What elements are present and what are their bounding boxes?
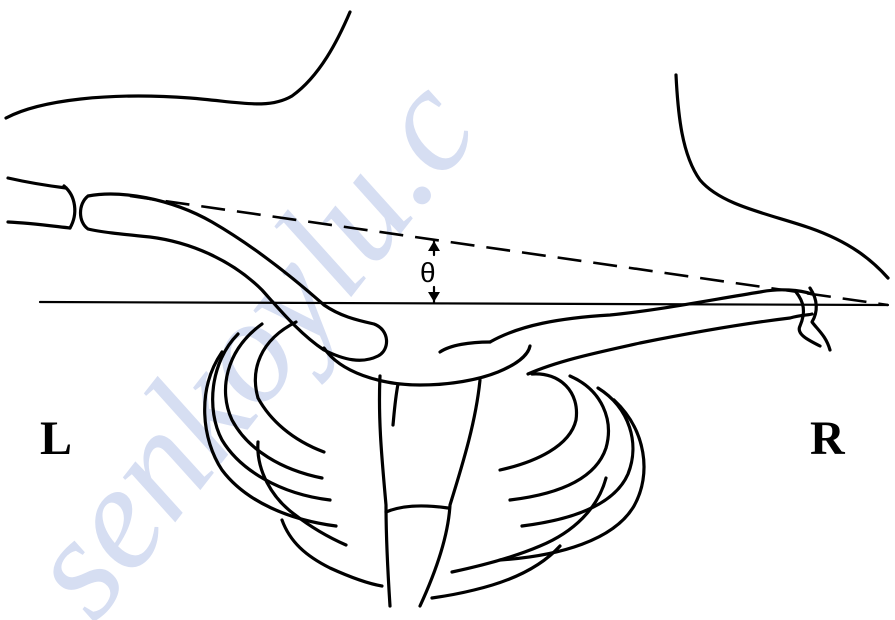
sternum-segment bbox=[386, 506, 448, 512]
right-side-label: R bbox=[810, 412, 846, 465]
horizontal-reference-line bbox=[40, 302, 888, 305]
right-shoulder-outline bbox=[676, 75, 888, 278]
left-humerus-outline bbox=[8, 178, 70, 228]
right-acromion-joint bbox=[796, 288, 830, 350]
jaw-outline bbox=[6, 12, 350, 118]
manubrium bbox=[324, 342, 530, 425]
left-side-label: L bbox=[40, 412, 72, 465]
angle-theta-label: θ bbox=[420, 257, 436, 288]
left-acromion-outline bbox=[64, 186, 75, 228]
watermark-text: senkoylu.c bbox=[0, 48, 508, 620]
right-clavicle bbox=[490, 290, 812, 374]
right-ribs bbox=[432, 374, 644, 598]
